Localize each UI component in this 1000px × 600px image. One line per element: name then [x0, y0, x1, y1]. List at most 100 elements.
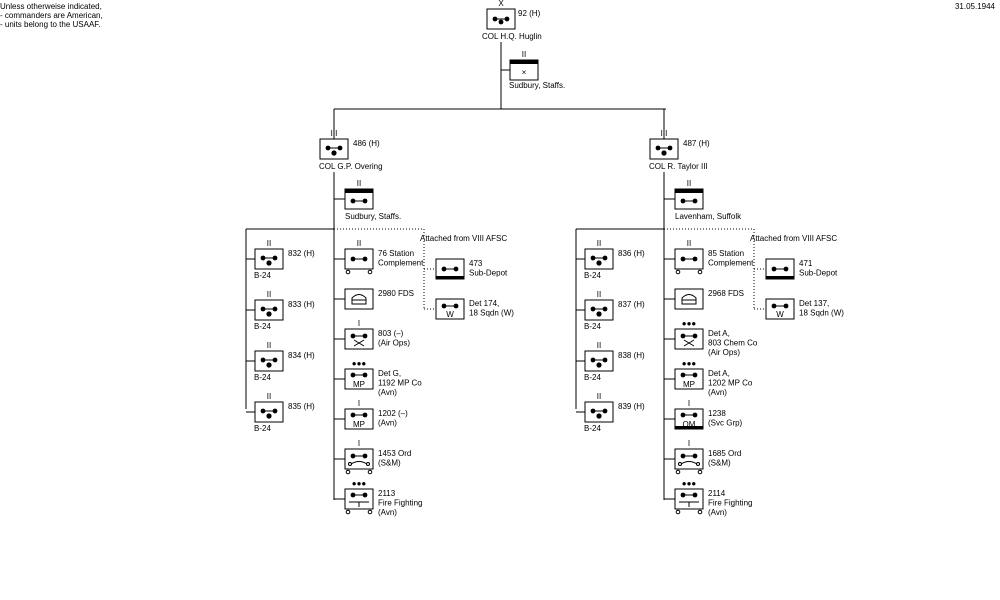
group-station-label: Lavenham, Suffolk: [675, 212, 742, 221]
squadron-aircraft: B-24: [254, 373, 271, 382]
group-station-symbol: II: [344, 179, 374, 210]
squadron-symbol: II: [584, 290, 614, 321]
support-unit-label: 1685 Ord: [708, 449, 741, 458]
support-unit-symbol: [674, 288, 704, 310]
support-unit-label: Fire Fighting: [378, 499, 422, 508]
support-unit-label: Complement: [378, 259, 424, 268]
support-unit-label: Fire Fighting: [708, 499, 752, 508]
support-unit-label: 76 Station: [378, 249, 414, 258]
size-marker: I: [358, 319, 360, 328]
squadron-aircraft: B-24: [584, 271, 601, 280]
support-unit-symbol: I: [344, 439, 374, 475]
group-commander: COL G.P. Overing: [319, 162, 383, 171]
support-unit-label: 2113: [378, 489, 396, 498]
support-unit-label: (Air Ops): [708, 348, 740, 357]
support-unit-label: Det A,: [708, 369, 730, 378]
squadron-label: 839 (H): [618, 402, 645, 411]
attached-unit-label: Det 174,: [469, 299, 499, 308]
squadron-aircraft: B-24: [584, 322, 601, 331]
size-marker: ●●●: [682, 479, 697, 488]
attached-unit-label: Sub-Depot: [799, 269, 838, 278]
size-marker: I: [688, 439, 690, 448]
legend-note-line: - units belong to the USAAF.: [0, 20, 101, 29]
size-marker: III: [331, 129, 338, 138]
squadron-symbol: II: [254, 239, 284, 270]
unit-code: MP: [353, 420, 365, 429]
support-unit-label: (Avn): [378, 388, 397, 397]
support-unit-symbol: [344, 288, 374, 310]
squadron-aircraft: B-24: [254, 271, 271, 280]
group-label: 487 (H): [683, 139, 710, 148]
attached-header: Attached from VIII AFSC: [750, 234, 837, 243]
support-unit-symbol: ●●●MP: [674, 359, 704, 390]
unit-code: W: [446, 310, 454, 319]
support-unit-label: 2114: [708, 489, 726, 498]
attached-unit-label: Det 137,: [799, 299, 829, 308]
squadron-aircraft: B-24: [254, 322, 271, 331]
support-unit-label: 1202 (–): [378, 409, 408, 418]
support-unit-label: 1192 MP Co: [378, 379, 422, 388]
attached-unit-label: 18 Sqdn (W): [799, 309, 844, 318]
squadron-label: 832 (H): [288, 249, 315, 258]
squadron-symbol: II: [254, 392, 284, 423]
group-station-label: Sudbury, Staffs.: [345, 212, 401, 221]
size-marker: II: [597, 290, 601, 299]
chart-date: 31.05.1944: [954, 2, 995, 11]
attached-unit-label: 18 Sqdn (W): [469, 309, 514, 318]
group-station-symbol: II: [674, 179, 704, 210]
support-unit-label: (Avn): [378, 419, 397, 428]
squadron-label: 836 (H): [618, 249, 645, 258]
squadron-label: 837 (H): [618, 300, 645, 309]
support-unit-symbol: II: [674, 239, 704, 275]
support-unit-label: (Avn): [708, 388, 727, 397]
size-marker: II: [687, 239, 691, 248]
attached-unit-symbol: W: [765, 298, 795, 320]
squadron-symbol: II: [584, 392, 614, 423]
wing-commander: COL H.Q. Huglin: [482, 32, 542, 41]
support-unit-symbol: ●●●: [344, 479, 374, 515]
support-unit-label: (Air Ops): [378, 339, 410, 348]
size-marker: II: [522, 50, 526, 59]
squadron-symbol: II: [254, 341, 284, 372]
legend-note-line: - commanders are American,: [0, 11, 103, 20]
group-label: 486 (H): [353, 139, 380, 148]
support-unit-label: 1238: [708, 409, 726, 418]
size-marker: X: [498, 0, 504, 8]
support-unit-label: (Svc Grp): [708, 419, 743, 428]
support-unit-label: (Avn): [378, 508, 397, 517]
x-mark-icon: ×: [522, 68, 527, 77]
attached-unit-label: 473: [469, 259, 483, 268]
support-unit-label: 803 Chem Co: [708, 339, 758, 348]
squadron-aircraft: B-24: [584, 373, 601, 382]
support-unit-symbol: ●●●MP: [344, 359, 374, 390]
squadron-aircraft: B-24: [584, 424, 601, 433]
squadron-symbol: II: [254, 290, 284, 321]
attached-header: Attached from VIII AFSC: [420, 234, 507, 243]
support-unit-label: (S&M): [708, 459, 731, 468]
support-unit-symbol: II: [344, 239, 374, 275]
squadron-label: 835 (H): [288, 402, 315, 411]
wing-label: 92 (H): [518, 9, 541, 18]
legend-note-line: Unless otherweise indicated,: [0, 2, 102, 11]
unit-code: MP: [683, 380, 695, 389]
unit-code: QM: [683, 420, 696, 429]
support-unit-symbol: ●●●: [674, 319, 704, 350]
squadron-symbol: II: [584, 341, 614, 372]
unit-code: MP: [353, 380, 365, 389]
squadron-aircraft: B-24: [254, 424, 271, 433]
size-marker: II: [267, 239, 271, 248]
support-unit-label: (S&M): [378, 459, 401, 468]
size-marker: I: [358, 399, 360, 408]
squadron-label: 838 (H): [618, 351, 645, 360]
squadron-label: 833 (H): [288, 300, 315, 309]
size-marker: I: [688, 399, 690, 408]
support-unit-label: 2968 FDS: [708, 289, 744, 298]
support-unit-symbol: I: [674, 439, 704, 475]
attached-unit-symbol: W: [435, 298, 465, 320]
size-marker: II: [267, 392, 271, 401]
size-marker: II: [357, 239, 361, 248]
size-marker: II: [267, 290, 271, 299]
group-symbol: III: [319, 129, 349, 160]
attached-unit-symbol: [435, 258, 465, 280]
